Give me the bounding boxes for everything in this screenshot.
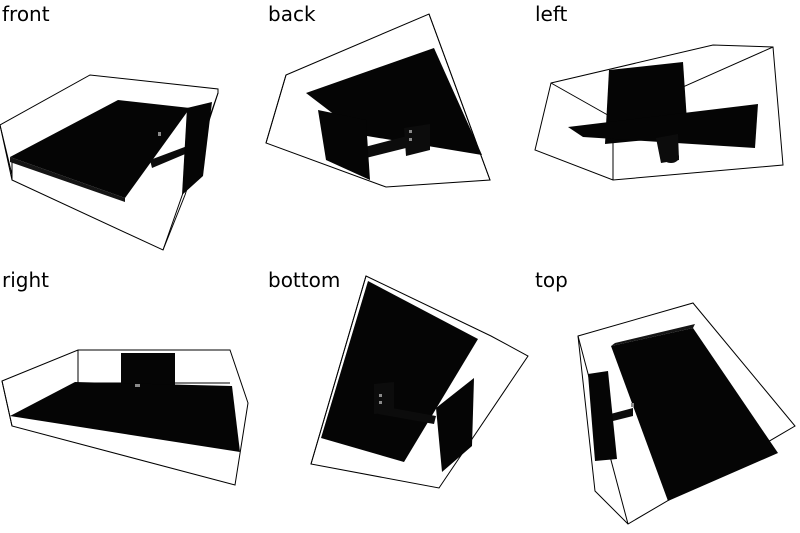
- monitor-panel-bottom: [321, 281, 478, 462]
- stand-base-bottom: [436, 378, 474, 472]
- stand-base-top: [588, 371, 617, 461]
- view-front: front: [0, 0, 266, 266]
- bottom-render: [310, 275, 529, 489]
- view-left: left: [533, 0, 799, 266]
- view-top: top: [533, 266, 799, 532]
- bounding-box-bottom: [310, 275, 529, 489]
- view-label-left: left: [535, 2, 568, 26]
- top-render: [577, 302, 796, 525]
- view-bottom: bottom: [266, 266, 532, 532]
- monitor-panel-right: [121, 353, 175, 391]
- stand-base-back: [318, 110, 370, 180]
- stand-upright-back: [404, 124, 430, 156]
- view-label-front: front: [2, 2, 50, 26]
- view-label-bottom: bottom: [268, 268, 341, 292]
- stand-arm-front: [150, 145, 190, 168]
- view-label-back: back: [268, 2, 316, 26]
- stand-base-front: [182, 102, 212, 195]
- monitor-panel-back: [306, 48, 482, 155]
- view-right: right: [0, 266, 266, 532]
- view-back: back: [265, 0, 532, 266]
- view-label-right: right: [2, 268, 49, 292]
- left-render: [534, 44, 784, 181]
- right-render: [1, 349, 249, 486]
- stand-upright-bottom: [374, 382, 394, 414]
- stand-arm-back: [361, 135, 414, 158]
- front-render: [0, 74, 219, 251]
- monitor-panel-front: [10, 100, 190, 198]
- monitor-panel-top: [611, 328, 778, 501]
- monitor-base-left: [568, 104, 758, 148]
- view-label-top: top: [535, 268, 568, 292]
- monitor-base-right: [10, 382, 240, 452]
- back-render: [265, 13, 491, 188]
